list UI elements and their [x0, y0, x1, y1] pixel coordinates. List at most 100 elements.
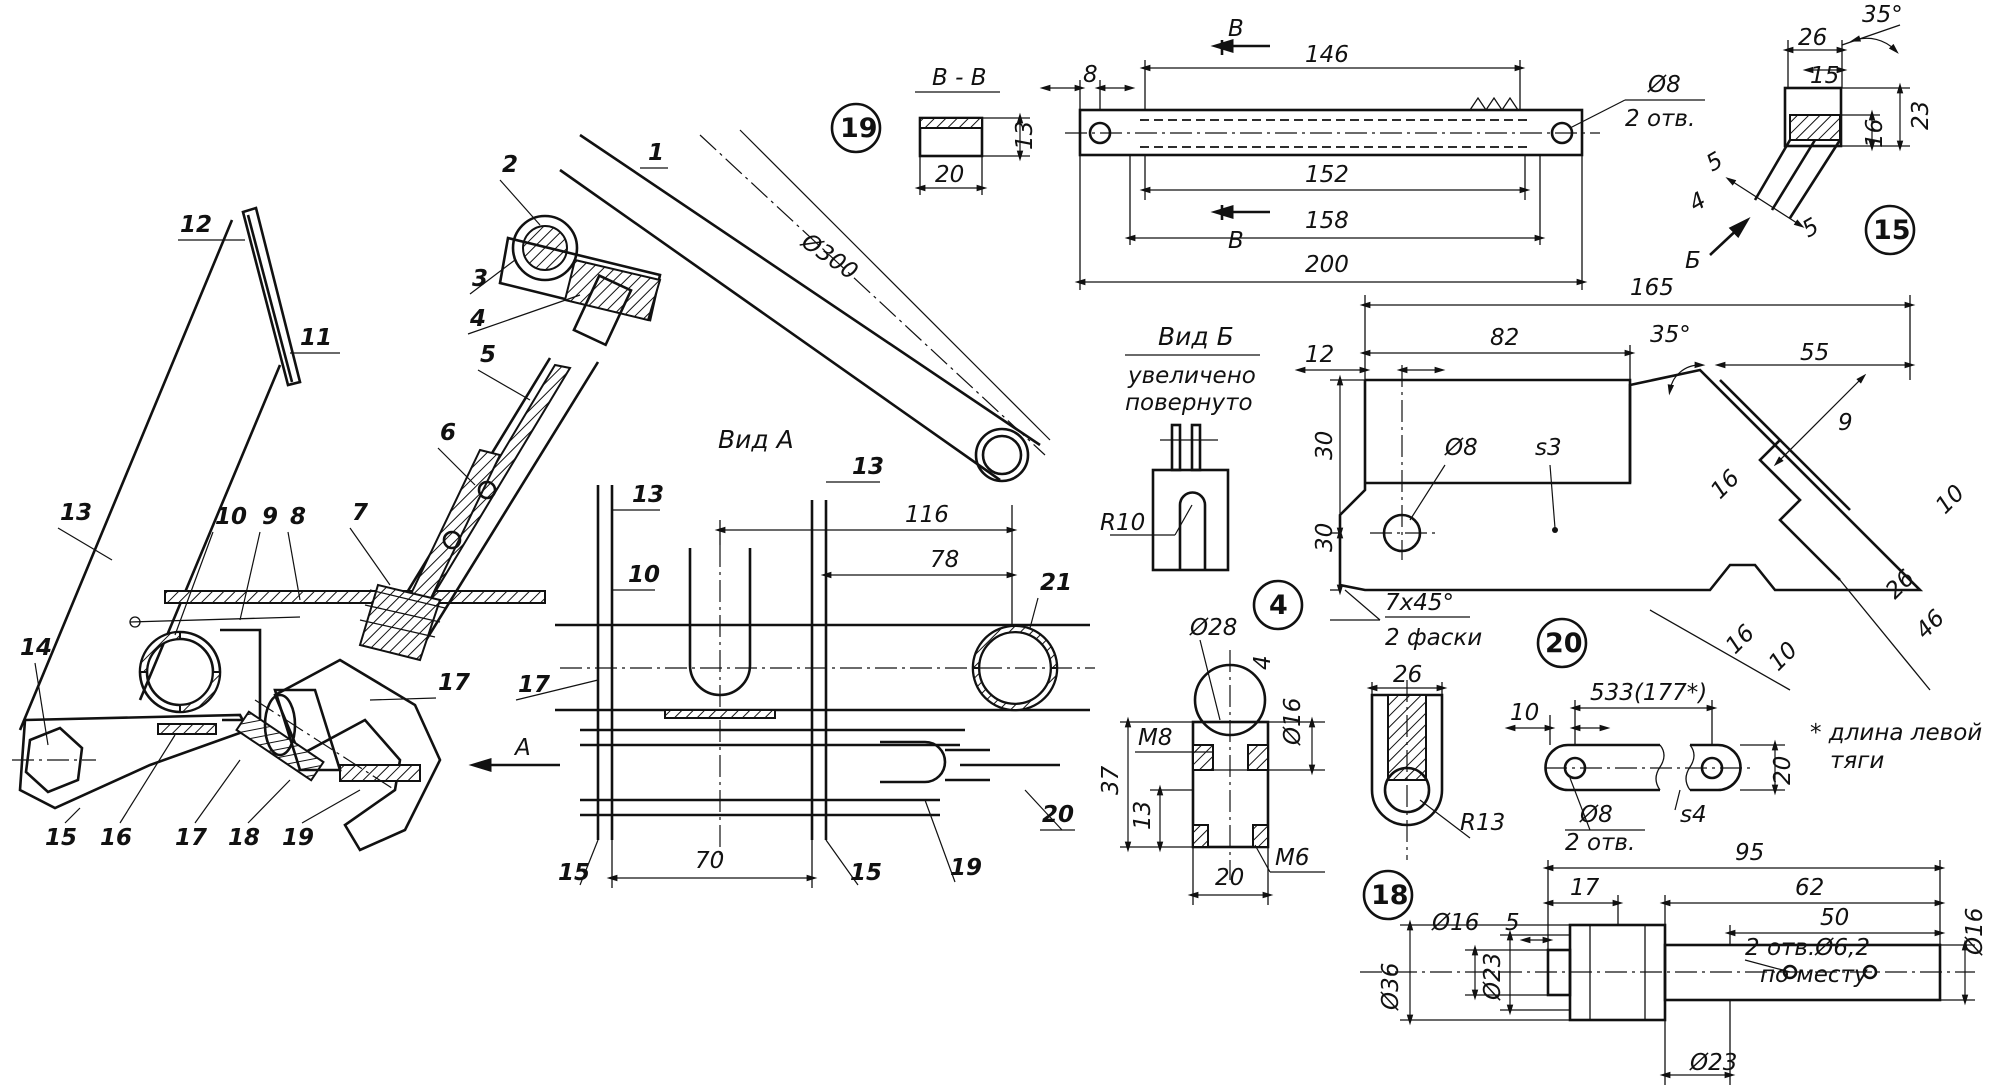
- view-a-dim-78: 78: [930, 547, 959, 573]
- view-b-radius: R10: [1100, 510, 1145, 536]
- arrow-b-letter: Б: [1685, 248, 1701, 274]
- detail-18: 18 95 17 62 50 Ø16 5 Ø23: [1360, 840, 1988, 1085]
- part-label-13: 13: [60, 500, 92, 526]
- detail-18-dim-62: 62: [1795, 875, 1824, 901]
- detail-15: 15 26 15 35° 16 23 5 4 5 Б: [1685, 2, 1934, 274]
- bracket-dim-55: 55: [1800, 340, 1829, 366]
- detail-4-dim-13: 13: [1130, 801, 1156, 830]
- detail-18-dim-5: 5: [1505, 910, 1520, 936]
- detail-15-dim-26: 26: [1798, 25, 1827, 51]
- detail-4-m6: M6: [1275, 845, 1309, 871]
- view-a-label-19: 19: [950, 855, 982, 881]
- detail-15-angle: 35°: [1862, 2, 1903, 28]
- view-a-label-10: 10: [628, 562, 660, 588]
- detail-19-balloon: [830, 102, 882, 154]
- view-b-note-enlarged: увеличено: [1127, 363, 1256, 389]
- detail-19-hole-dia: Ø8: [1647, 72, 1681, 98]
- part-label-1: 1: [648, 140, 664, 166]
- part-labels-view-a: 13 13 10 17 21 20 19 15 15: [515, 454, 1075, 886]
- detail-4-m8: M8: [1138, 725, 1172, 751]
- view-a-dim-116: 116: [905, 502, 949, 528]
- section-mark-bottom: В: [1228, 228, 1244, 254]
- bracket-dim-82: 82: [1490, 325, 1519, 351]
- part-label-19: 19: [282, 825, 314, 851]
- detail-15-number: 15: [1873, 215, 1911, 246]
- detail-18-dim-95: 95: [1735, 840, 1764, 866]
- part-label-9: 9: [262, 504, 278, 530]
- part-label-2: 2: [502, 152, 518, 178]
- bracket-dim-30b: 30: [1312, 523, 1338, 552]
- detail-19-dim-200: 200: [1305, 252, 1349, 278]
- bracket-dim-10b: 10: [1764, 637, 1803, 676]
- view-b: Вид Б увеличено повернуто R10: [1100, 322, 1260, 572]
- detail-4-balloon: [1252, 579, 1304, 631]
- detail-19-dim-152: 152: [1305, 162, 1349, 188]
- bracket-thickness: s3: [1535, 435, 1562, 461]
- detail-19: 19 В - В 20 13 8 146 152: [830, 16, 1705, 290]
- part-label-3: 3: [472, 266, 488, 292]
- detail-18-dim-17: 17: [1570, 875, 1600, 901]
- detail-4-dim-26: 26: [1393, 662, 1422, 688]
- part-labels-main: 1 2 3 4 5 6 7 8 9 10 11 12 13 14 15 16 1…: [20, 140, 668, 851]
- detail-19-dim-146: 146: [1305, 42, 1349, 68]
- bracket-dim-9: 9: [1838, 410, 1853, 436]
- detail-18-dim-16b: Ø16: [1962, 908, 1988, 956]
- detail-19-dim-8: 8: [1083, 62, 1098, 88]
- bracket-dim-10a: 10: [1931, 480, 1970, 519]
- part-label-14: 14: [20, 635, 52, 661]
- view-a-label-15b: 15: [850, 860, 882, 886]
- detail-4-radius: R13: [1460, 810, 1505, 836]
- detail-20-number: 20: [1545, 628, 1583, 659]
- bracket-dim-30a: 30: [1312, 431, 1338, 460]
- detail-20: 20 533(177*) 10 20 Ø8 2 отв. s4 * длина …: [1504, 617, 1982, 856]
- bracket-dim-16a: 16: [1706, 465, 1745, 504]
- bracket-chamfer-note: 2 фаски: [1385, 625, 1482, 651]
- view-a-title: Вид А: [718, 425, 794, 454]
- detail-20-dim-10: 10: [1510, 700, 1539, 726]
- detail-20-hole-qty: 2 отв.: [1565, 830, 1635, 856]
- part-label-10: 10: [215, 504, 247, 530]
- detail-19-number: 19: [840, 113, 878, 144]
- bracket-dim-26: 26: [1881, 565, 1920, 604]
- bracket-dim-165: 165: [1630, 275, 1674, 301]
- diameter-300-label: Ø300: [796, 228, 863, 285]
- section-mark-top: В: [1228, 16, 1244, 42]
- view-a: Вид А 116 78: [555, 425, 1095, 888]
- bracket-dim-12: 12: [1305, 342, 1334, 368]
- detail-18-dim-16a: Ø16: [1431, 910, 1479, 936]
- view-a-dim-70: 70: [695, 848, 724, 874]
- detail-18-dim-36: Ø36: [1378, 963, 1404, 1011]
- part-label-12: 12: [180, 212, 212, 238]
- detail-19-dim-13: 13: [1012, 121, 1038, 150]
- part-label-8: 8: [290, 504, 306, 530]
- bracket-plate: s3 Ø8 165 82 55 35° 12 30 30 7х45° 2 фас…: [1294, 275, 1970, 691]
- view-a-label-13b: 13: [852, 454, 884, 480]
- detail-18-dim-23a: Ø23: [1480, 953, 1506, 1001]
- detail-18-dim-50: 50: [1820, 905, 1849, 931]
- part-label-4: 4: [469, 306, 486, 332]
- detail-15-dim-5b: 5: [1798, 213, 1824, 243]
- detail-20-balloon: [1536, 617, 1588, 669]
- detail-4-dim-20: 20: [1215, 865, 1244, 891]
- detail-20-note-line1: * длина левой: [1810, 720, 1982, 746]
- detail-4-dim-4: 4: [1250, 655, 1276, 670]
- part-label-6: 6: [440, 420, 456, 446]
- part-label-5: 5: [480, 342, 496, 368]
- detail-15-balloon: [1864, 204, 1916, 256]
- detail-15-dim-4: 4: [1685, 187, 1711, 217]
- detail-18-holes-note: по месту: [1760, 962, 1868, 988]
- view-a-label-13a: 13: [632, 482, 664, 508]
- detail-15-dim-15: 15: [1810, 63, 1839, 89]
- part-label-15: 15: [45, 825, 77, 851]
- view-a-arrow-letter: А: [513, 735, 531, 761]
- detail-15-dim-23: 23: [1908, 101, 1934, 130]
- main-assembly-view: А Ø300: [12, 129, 1051, 852]
- detail-4-dim-37: 37: [1098, 765, 1124, 795]
- detail-20-thickness: s4: [1680, 802, 1707, 828]
- detail-18-dim-23b: Ø23: [1689, 1050, 1737, 1076]
- view-a-label-17: 17: [518, 672, 550, 698]
- bracket-chamfer: 7х45°: [1385, 590, 1454, 616]
- bracket-dim-46: 46: [1911, 605, 1950, 644]
- view-a-label-20: 20: [1042, 802, 1074, 828]
- detail-19-dim-20: 20: [935, 162, 964, 188]
